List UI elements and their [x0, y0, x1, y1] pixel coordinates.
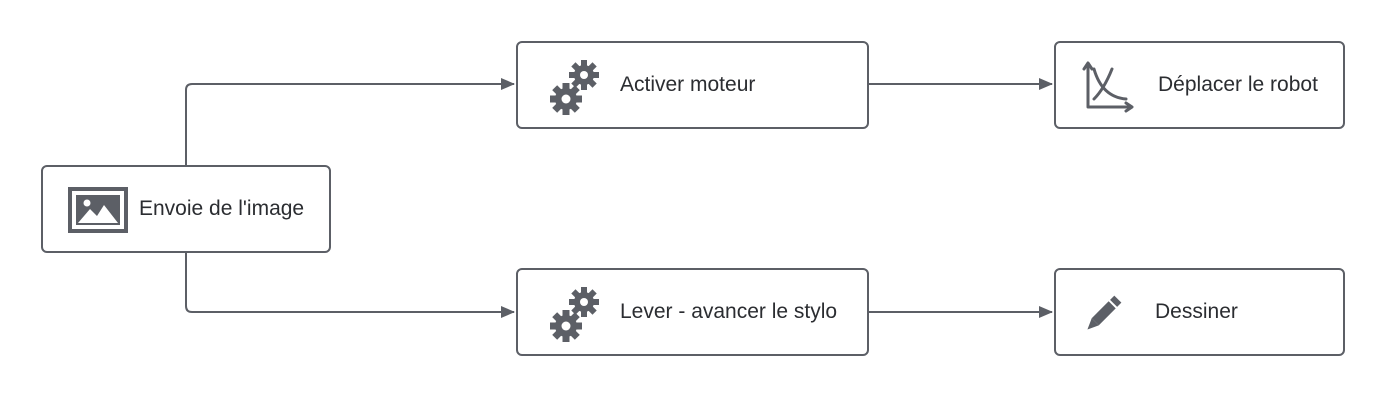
node-label: Déplacer le robot: [1158, 73, 1318, 96]
node-dessiner[interactable]: Dessiner: [1054, 268, 1345, 356]
node-lever-avancer-stylo[interactable]: Lever - avancer le stylo: [516, 268, 869, 356]
gears-icon: [548, 57, 604, 122]
node-deplacer-robot[interactable]: Déplacer le robot: [1054, 41, 1345, 129]
node-activer-moteur[interactable]: Activer moteur: [516, 41, 869, 129]
pencil-icon: [1078, 290, 1128, 343]
chart-curve-icon: [1082, 59, 1134, 118]
node-label: Lever - avancer le stylo: [620, 300, 838, 323]
gears-icon: [548, 284, 604, 349]
edge-image-to-motor: [185, 78, 515, 165]
node-envoie-image[interactable]: Envoie de l'image: [41, 165, 331, 253]
image-icon: [68, 187, 128, 238]
node-label: Dessiner: [1155, 300, 1238, 323]
node-label: Activer moteur: [620, 73, 756, 96]
edge-image-to-stylo: [185, 253, 515, 318]
node-label: Envoie de l'image: [139, 197, 305, 220]
